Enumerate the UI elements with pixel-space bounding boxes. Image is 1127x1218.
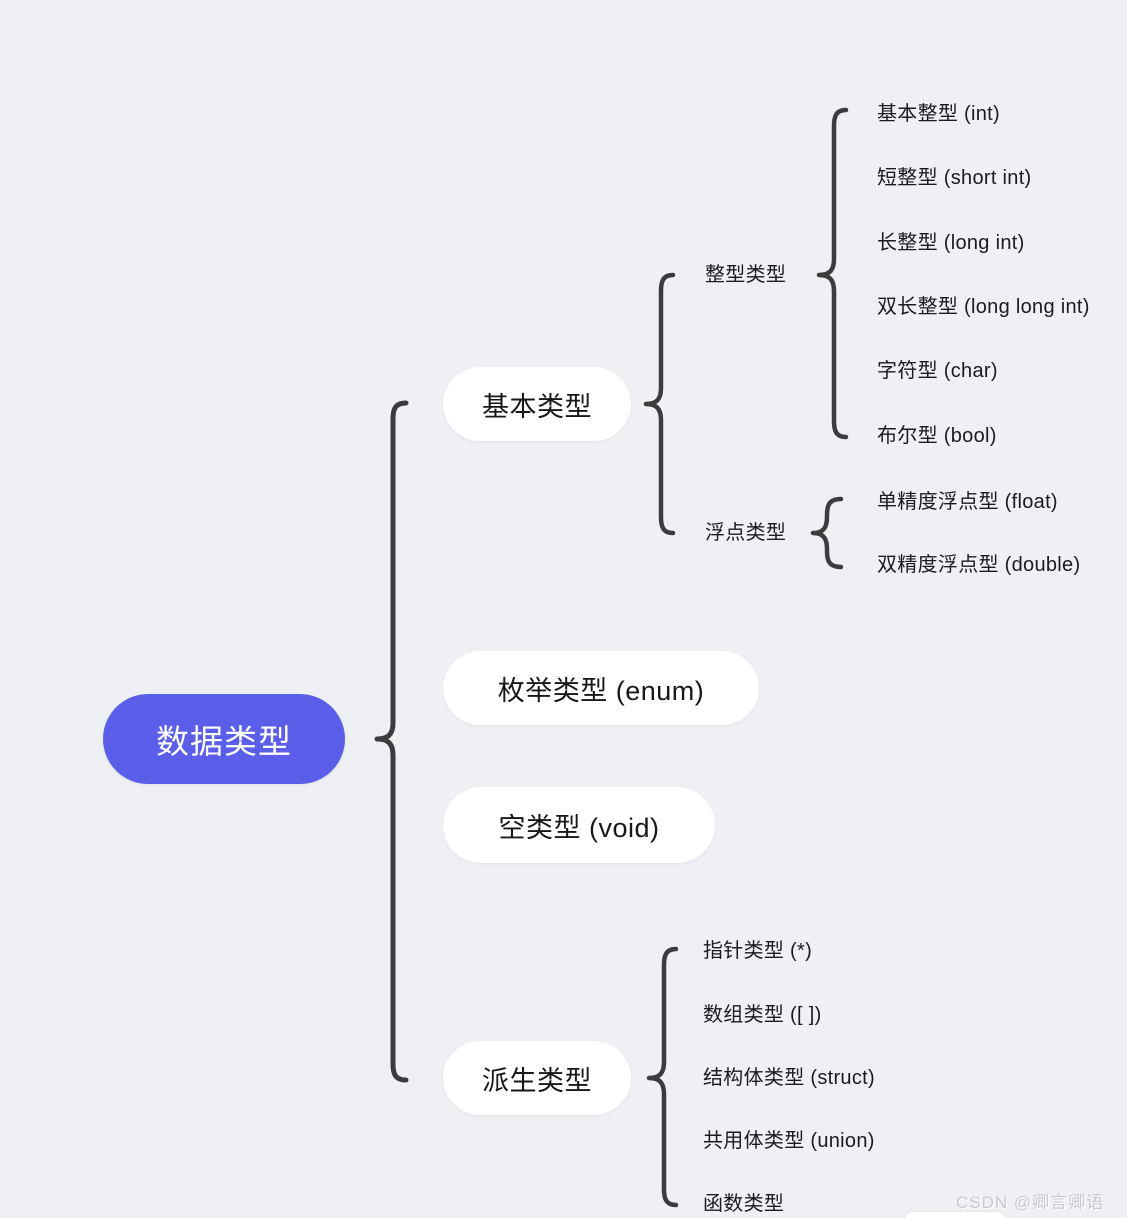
root-children-brace [374, 400, 409, 1083]
leaf-struct[interactable]: 结构体类型 (struct) [703, 1067, 875, 1089]
derived-leaves-brace [646, 946, 679, 1208]
node-void-type[interactable]: 空类型 (void) [443, 787, 715, 863]
node-derived-types[interactable]: 派生类型 [443, 1041, 631, 1115]
node-basic-types[interactable]: 基本类型 [443, 367, 631, 441]
leaf-char[interactable]: 字符型 (char) [877, 360, 998, 382]
csdn-watermark: CSDN @卿言卿语 [956, 1193, 1105, 1212]
leaf-double[interactable]: 双精度浮点型 (double) [877, 554, 1081, 576]
leaf-union[interactable]: 共用体类型 (union) [703, 1130, 875, 1152]
bottom-panel-cutoff [905, 1212, 1005, 1218]
leaf-pointer[interactable]: 指针类型 (*) [703, 940, 813, 962]
leaf-function[interactable]: 函数类型 [703, 1193, 785, 1215]
leaf-long-int[interactable]: 长整型 (long int) [877, 232, 1025, 254]
leaf-array[interactable]: 数组类型 ([ ]) [703, 1004, 822, 1026]
float-leaves-brace [810, 496, 844, 570]
node-enum-type[interactable]: 枚举类型 (enum) [443, 651, 759, 725]
leaf-float[interactable]: 单精度浮点型 (float) [877, 491, 1058, 513]
integer-leaves-brace [816, 107, 849, 440]
leaf-short-int[interactable]: 短整型 (short int) [877, 167, 1032, 189]
leaf-bool[interactable]: 布尔型 (bool) [877, 425, 997, 447]
label-float-group[interactable]: 浮点类型 [705, 522, 787, 544]
basic-children-brace [643, 272, 676, 536]
leaf-long-long-int[interactable]: 双长整型 (long long int) [877, 296, 1090, 318]
root-node-data-types[interactable]: 数据类型 [103, 694, 345, 784]
label-integer-group[interactable]: 整型类型 [705, 264, 787, 286]
leaf-int[interactable]: 基本整型 (int) [877, 103, 1000, 125]
